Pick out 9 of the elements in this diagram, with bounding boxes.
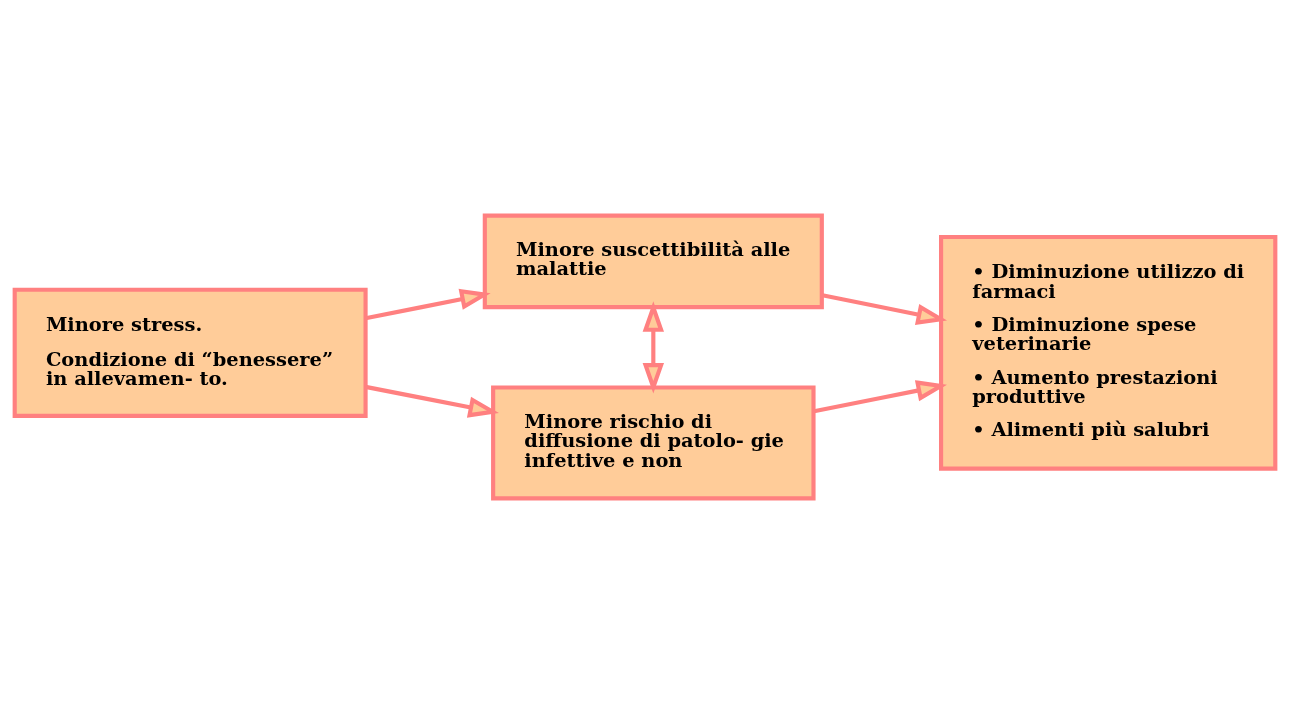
node-box: • Diminuzione utilizzo di farmaci • Diminuzione spese veterinarie • Aumento prestazioni produttive • Alimenti più salubri: [939, 234, 1278, 471]
arrow: [813, 379, 947, 413]
arrow: [365, 288, 491, 320]
node-box: Minore suscettibilità alle malattie: [482, 212, 824, 309]
arrow: [822, 292, 948, 325]
node-box: Minore rischio di diffusione di patolo- gie infettive e non: [491, 384, 816, 501]
node-box: Minore stress. Condizione di “benessere” in allevamen- to.: [12, 287, 368, 418]
arrow: [365, 384, 499, 418]
arrow: [642, 300, 665, 394]
